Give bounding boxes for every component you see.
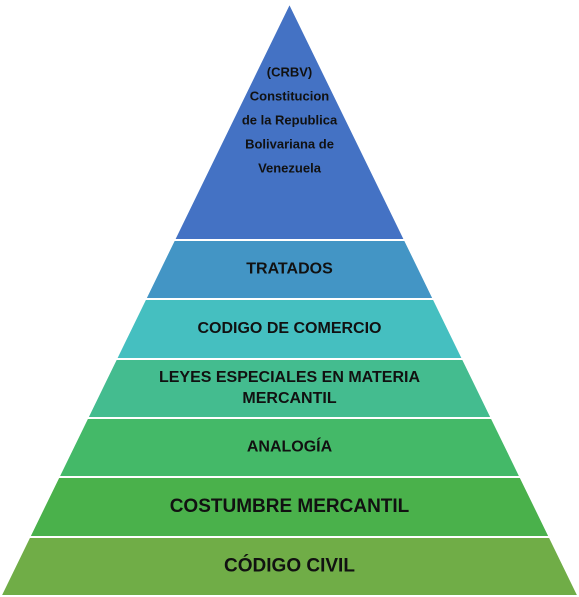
tier-label-analogia-line-1: ANALOGÍA [247, 437, 333, 456]
tier-label-constitucion-line-1: (CRBV) [267, 64, 313, 79]
tier-label-costumbre-mercantil-line-1: COSTUMBRE MERCANTIL [170, 496, 410, 517]
tier-label-codigo-comercio-line-1: CODIGO DE COMERCIO [197, 320, 381, 337]
tier-label-codigo-civil-line-1: CÓDIGO CIVIL [224, 555, 355, 577]
tier-label-tratados-line-1: TRATADOS [246, 261, 333, 278]
tier-label-constitucion-line-4: Bolivariana de [245, 136, 334, 151]
tier-label-constitucion-line-2: Constitucion [250, 88, 329, 103]
pyramid-tier-leyes-especiales [85, 358, 494, 419]
tier-label-constitucion-line-3: de la Republica [242, 112, 338, 127]
tier-label-leyes-especiales-line-2: MERCANTIL [242, 390, 336, 407]
tier-label-constitucion-line-5: Venezuela [258, 160, 322, 175]
tier-label-leyes-especiales-line-1: LEYES ESPECIALES EN MATERIA [159, 369, 421, 386]
